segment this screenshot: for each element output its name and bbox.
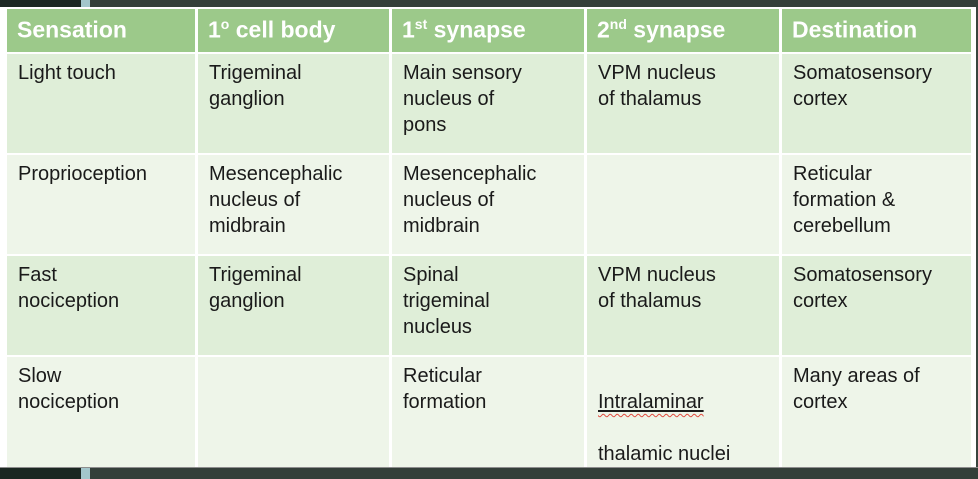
cell-first-synapse[interactable]: Reticular formation [392,357,584,472]
frame-bar-dark-segment-bottom [0,468,81,479]
table-frame-bar-top [0,0,978,7]
cell-destination[interactable]: Many areas of cortex [782,357,971,472]
cell-cell-body[interactable]: Trigeminal ganglion [198,54,389,153]
row-proprioception: Proprioception Mesencephalic nucleus of … [7,155,971,254]
cell-first-synapse[interactable]: Mesencephalic nucleus of midbrain [392,155,584,254]
header-first-synapse[interactable]: 1st synapse [392,9,584,52]
cell-sensation[interactable]: Fast nociception [7,256,195,355]
cell-second-synapse[interactable]: VPM nucleus of thalamus [587,54,779,153]
header-sensation[interactable]: Sensation [7,9,195,52]
table-frame-bar-bottom [0,467,978,479]
cell-destination[interactable]: Somatosensory cortex [782,256,971,355]
header-primary-cell-body[interactable]: 1o cell body [198,9,389,52]
underlined-word: Intralaminar [598,391,704,413]
cell-cell-body[interactable] [198,357,389,472]
cell-sensation[interactable]: Light touch [7,54,195,153]
cell-text: thalamic nuclei [598,443,731,465]
cell-second-synapse[interactable] [587,155,779,254]
row-fast-nociception: Fast nociception Trigeminal ganglion Spi… [7,256,971,355]
selection-handle-top[interactable] [81,0,90,7]
cell-second-synapse[interactable]: Intralaminar thalamic nuclei [587,357,779,472]
sensory-pathways-table[interactable]: Sensation 1o cell body 1st synapse 2nd s… [4,7,974,479]
selection-handle-bottom[interactable] [81,468,90,479]
header-row: Sensation 1o cell body 1st synapse 2nd s… [7,9,971,52]
spellcheck-squiggle: Intralaminar [598,391,704,413]
header-destination[interactable]: Destination [782,9,971,52]
cell-destination[interactable]: Somatosensory cortex [782,54,971,153]
cell-destination[interactable]: Reticular formation & cerebellum [782,155,971,254]
cell-cell-body[interactable]: Trigeminal ganglion [198,256,389,355]
header-second-synapse[interactable]: 2nd synapse [587,9,779,52]
frame-bar-dark-segment-top [0,0,81,7]
cell-first-synapse[interactable]: Main sensory nucleus of pons [392,54,584,153]
cell-second-synapse[interactable]: VPM nucleus of thalamus [587,256,779,355]
cell-cell-body[interactable]: Mesencephalic nucleus of midbrain [198,155,389,254]
cell-sensation[interactable]: Slow nociception [7,357,195,472]
cell-first-synapse[interactable]: Spinal trigeminal nucleus [392,256,584,355]
row-slow-nociception: Slow nociception Reticular formation Int… [7,357,971,472]
row-light-touch: Light touch Trigeminal ganglion Main sen… [7,54,971,153]
cell-sensation[interactable]: Proprioception [7,155,195,254]
table-frame-edge-right [976,7,978,467]
